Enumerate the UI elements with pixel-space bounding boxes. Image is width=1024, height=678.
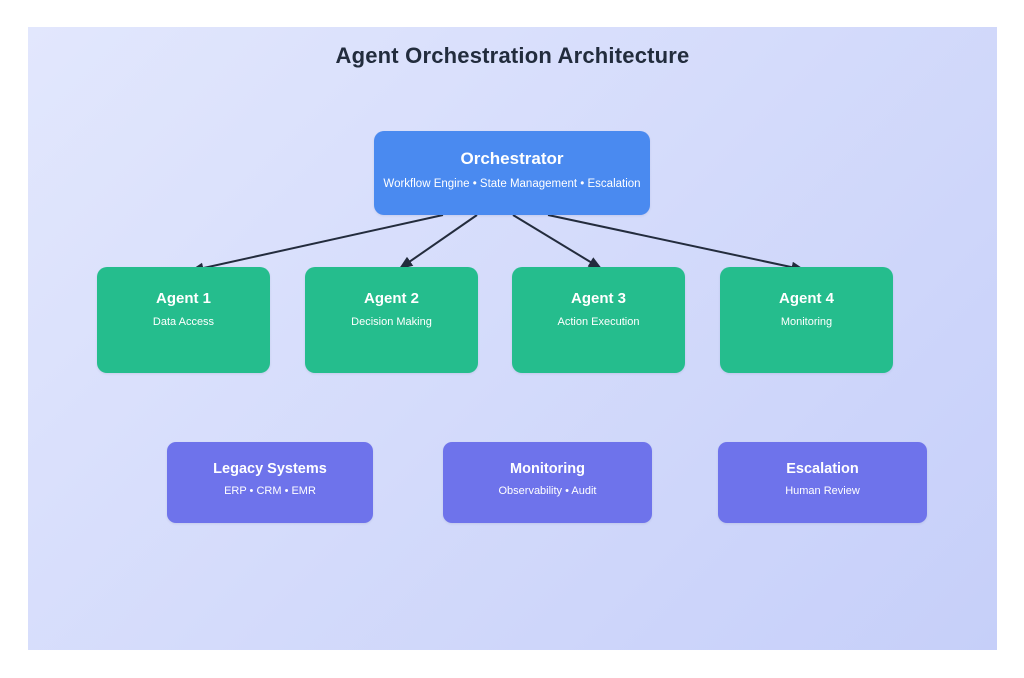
orchestrator-to-agent-3-arrow: [512, 214, 603, 270]
escalation-node: Escalation Human Review: [718, 442, 927, 523]
diagram-title: Agent Orchestration Architecture: [335, 43, 690, 68]
orchestrator-to-agent-2-arrow: [398, 214, 478, 270]
orchestrator-node: Orchestrator Workflow Engine • State Man…: [374, 131, 650, 215]
monitoring-sublabel: Observability • Audit: [498, 485, 597, 497]
escalation-label: Escalation: [786, 461, 859, 477]
monitoring-label: Monitoring: [510, 461, 585, 477]
agent-1-node: Agent 1 Data Access: [97, 267, 270, 373]
agent-2-sublabel: Decision Making: [351, 316, 432, 328]
agent-3-label: Agent 3: [570, 290, 626, 307]
legacy-systems-label: Legacy Systems: [213, 461, 327, 477]
legacy-systems-sublabel: ERP • CRM • EMR: [224, 485, 316, 497]
agent-1-sublabel: Data Access: [152, 316, 215, 328]
diagram-canvas: Agent Orchestration Architecture Orchest…: [28, 27, 997, 650]
agent-4-label: Agent 4: [778, 290, 834, 307]
legacy-systems-node: Legacy Systems ERP • CRM • EMR: [167, 442, 373, 523]
agent-4-sublabel: Monitoring: [780, 316, 833, 328]
orchestrator-label: Orchestrator: [460, 149, 564, 168]
agent-4-node: Agent 4 Monitoring: [720, 267, 893, 373]
agent-2-label: Agent 2: [363, 290, 419, 307]
agent-3-sublabel: Action Execution: [557, 316, 640, 328]
orchestrator-sublabel: Workflow Engine • State Management • Esc…: [383, 178, 641, 190]
agent-3-node: Agent 3 Action Execution: [512, 267, 685, 373]
orchestrator-to-agent-4-arrow: [547, 214, 806, 273]
orchestrator-to-agent-1-arrow: [189, 214, 444, 274]
monitoring-node: Monitoring Observability • Audit: [443, 442, 652, 523]
escalation-sublabel: Human Review: [785, 485, 860, 497]
agent-1-label: Agent 1: [155, 290, 211, 307]
agent-2-node: Agent 2 Decision Making: [305, 267, 478, 373]
